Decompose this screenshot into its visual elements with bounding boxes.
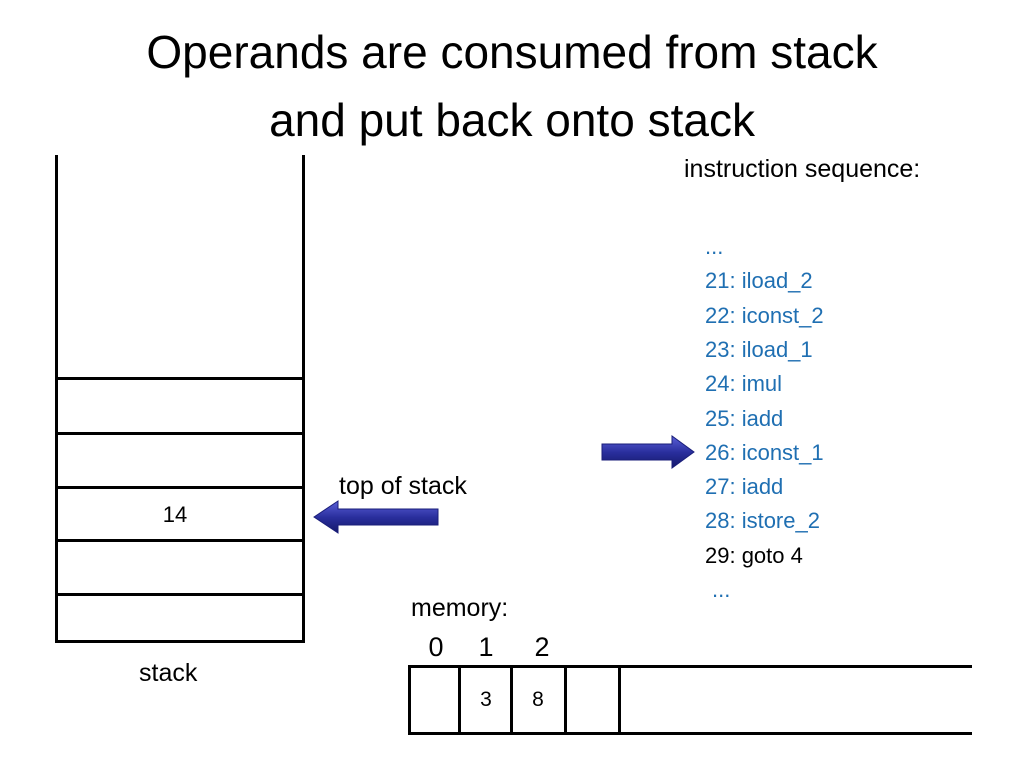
slide-title: Operands are consumed from stack and put… bbox=[0, 18, 1024, 154]
memory-label: memory: bbox=[411, 594, 509, 622]
title-line-2: and put back onto stack bbox=[269, 94, 755, 146]
memory-cell-divider bbox=[510, 665, 513, 735]
memory-index: 2 bbox=[534, 632, 550, 662]
memory-bottom-edge bbox=[408, 732, 972, 735]
memory-index: 1 bbox=[478, 632, 494, 662]
top-of-stack-label: top of stack bbox=[339, 472, 467, 500]
stack-divider bbox=[55, 377, 305, 380]
right-arrow-icon bbox=[601, 435, 695, 469]
instruction-item: 28: istore_2 bbox=[705, 508, 820, 534]
stack-divider bbox=[55, 593, 305, 596]
instruction-item: 22: iconst_2 bbox=[705, 302, 824, 328]
memory-cell-divider bbox=[618, 665, 621, 735]
instruction-item: 24: imul bbox=[705, 371, 783, 397]
title-line-1: Operands are consumed from stack bbox=[146, 26, 878, 78]
memory-cell-value: 3 bbox=[480, 688, 492, 711]
stack-divider bbox=[55, 539, 305, 542]
memory-cell-value: 8 bbox=[532, 688, 544, 711]
memory-cell-divider bbox=[408, 665, 411, 735]
stack-divider bbox=[55, 486, 305, 489]
instruction-item: 29: goto 4 bbox=[705, 542, 803, 568]
instruction-item: 25: iadd bbox=[705, 405, 784, 431]
stack-label: stack bbox=[139, 659, 198, 687]
stack-left-wall bbox=[55, 155, 58, 643]
instruction-item: 21: iload_2 bbox=[705, 268, 813, 294]
instruction-item: ... bbox=[705, 234, 724, 259]
memory-cell-divider bbox=[458, 665, 461, 735]
stack-slot-value: 14 bbox=[162, 502, 188, 527]
instruction-sequence-header: instruction sequence: bbox=[684, 155, 921, 183]
stack-divider bbox=[55, 432, 305, 435]
stack-right-wall bbox=[302, 155, 305, 643]
instruction-item: ... bbox=[712, 577, 731, 602]
memory-top-edge bbox=[408, 665, 972, 668]
stack-bottom bbox=[55, 640, 305, 643]
memory-index: 0 bbox=[428, 632, 444, 662]
left-arrow-icon bbox=[313, 500, 439, 534]
instruction-item: 23: iload_1 bbox=[705, 336, 813, 362]
instruction-item: 27: iadd bbox=[705, 474, 784, 500]
memory-cell-divider bbox=[564, 665, 567, 735]
instruction-item: 26: iconst_1 bbox=[705, 439, 824, 465]
